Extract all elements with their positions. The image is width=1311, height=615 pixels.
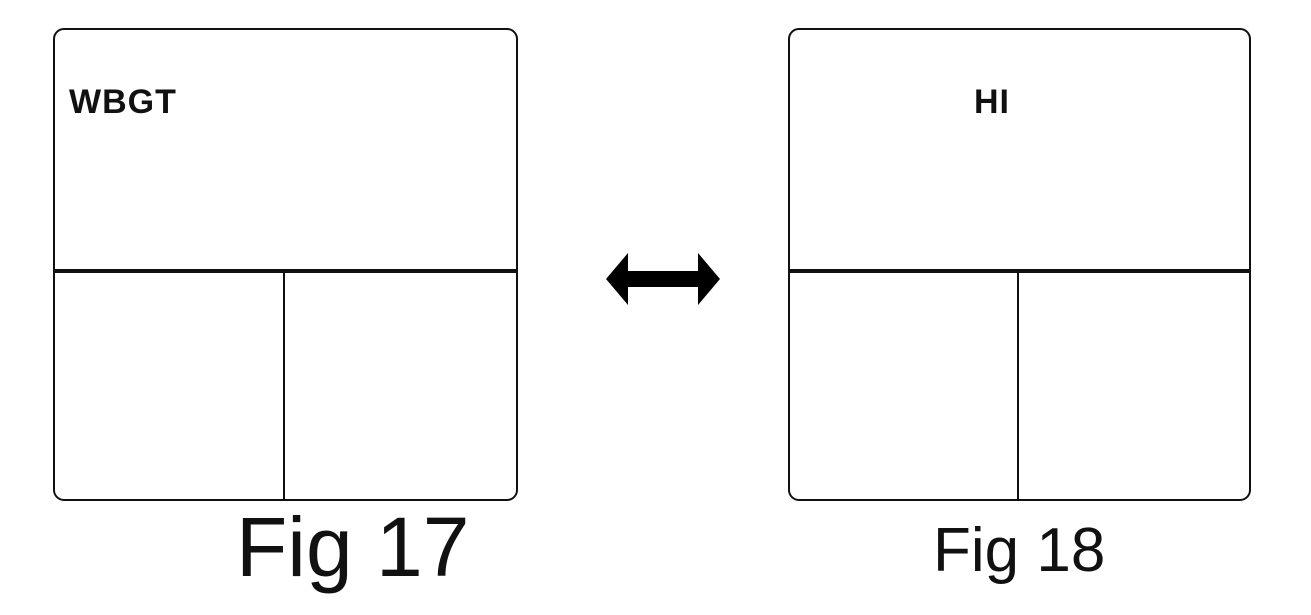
display-wbgt: WBGT: [53, 28, 518, 501]
mode-label-wbgt: WBGT: [69, 83, 177, 121]
display-bottom-section: [790, 273, 1249, 499]
double-arrow-icon: [606, 253, 720, 305]
caption-fig-17: Fig 17: [236, 500, 470, 594]
cell-divider: [283, 273, 285, 499]
cell-divider: [1017, 273, 1019, 499]
display-bottom-section: [55, 273, 516, 499]
caption-fig-18: Fig 18: [933, 516, 1106, 585]
display-top-section: HI: [790, 30, 1249, 273]
display-top-section: WBGT: [55, 30, 516, 273]
display-hi: HI: [788, 28, 1251, 501]
mode-label-hi: HI: [974, 83, 1010, 121]
